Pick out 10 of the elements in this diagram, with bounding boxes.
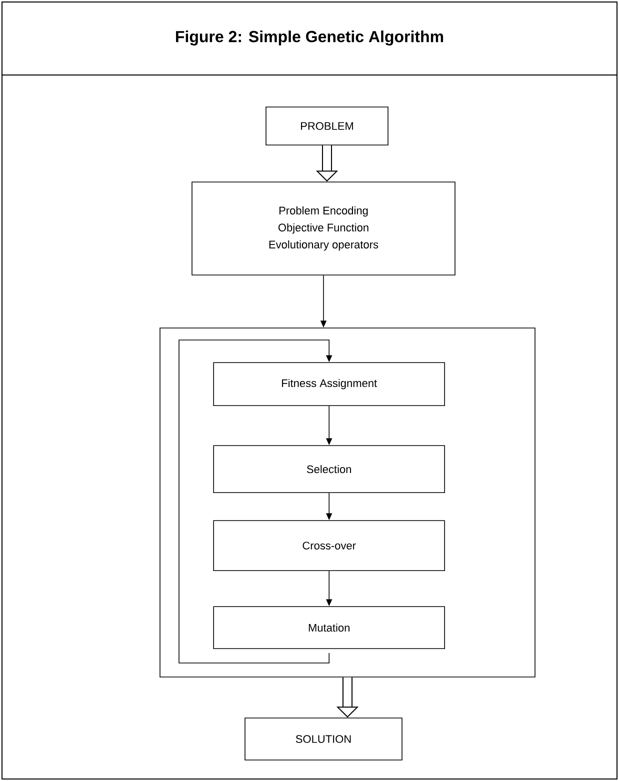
process-box: PROBLEM — [266, 106, 388, 146]
process-box: SOLUTION — [244, 718, 402, 760]
loop-arrow — [178, 340, 332, 664]
process-box: Selection — [213, 445, 445, 493]
process-box: Cross-over — [213, 520, 445, 571]
process-box: Problem Encoding Objective Function Evolutionary operators — [192, 182, 456, 276]
process-box: Fitness Assignment — [213, 362, 445, 406]
title: Figure 2: Simple Genetic Algorithm — [176, 30, 444, 46]
loop-frame — [160, 328, 536, 678]
process-box: Mutation — [213, 606, 445, 649]
